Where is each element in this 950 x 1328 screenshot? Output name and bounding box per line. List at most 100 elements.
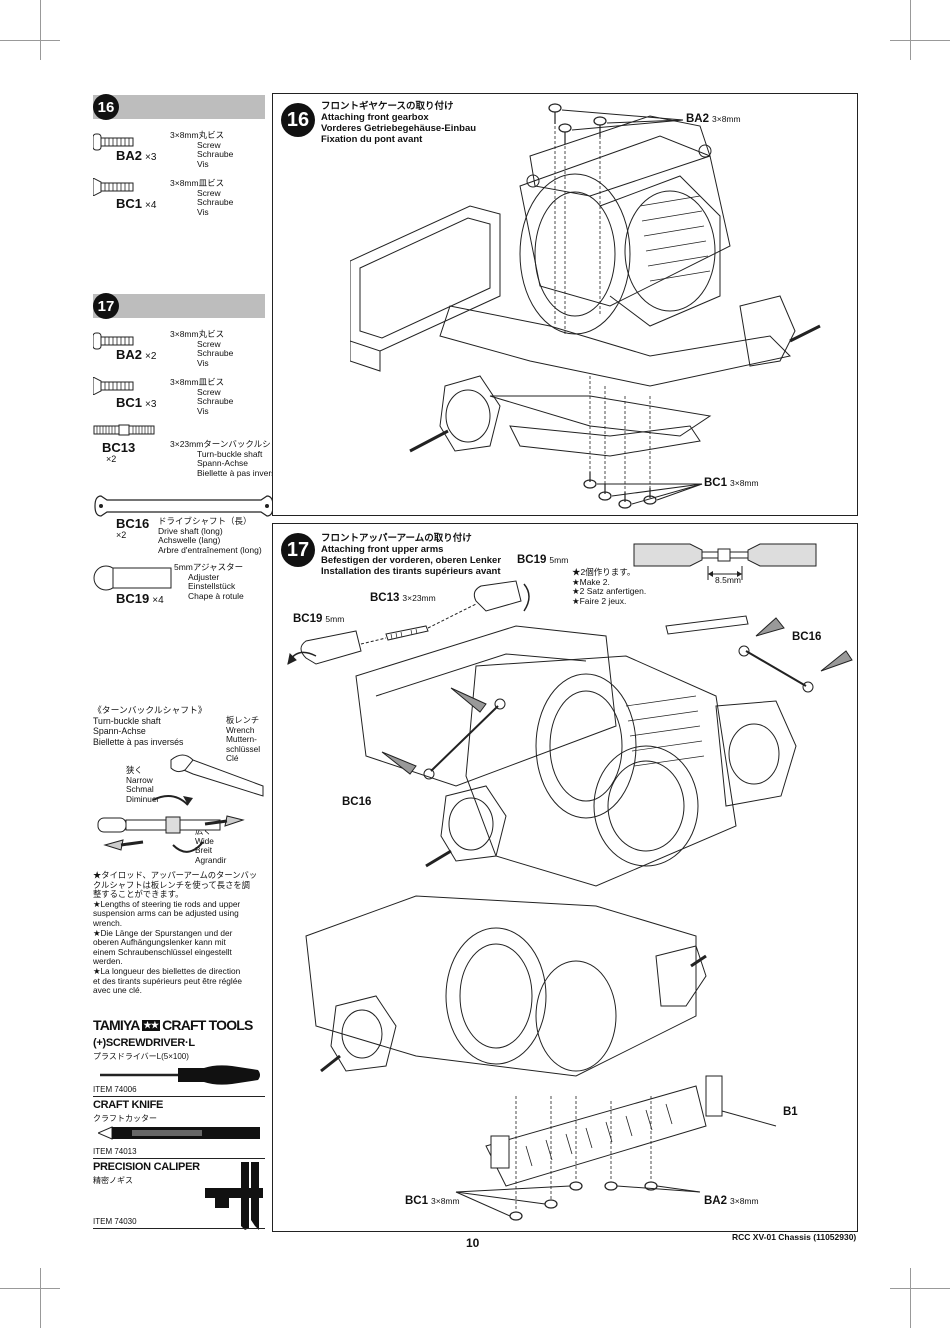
part-desc-en: Screw — [197, 187, 221, 198]
adjuster-icon — [93, 565, 172, 591]
tamiya-star-icon: ★★ — [141, 1020, 161, 1031]
document-id: RCC XV-01 Chassis (11052930) — [732, 1232, 857, 1242]
wrench-label: 板レンチ Wrench Muttern- schlüssel Clé — [226, 715, 261, 764]
callout-size: 3×8mm — [431, 1196, 460, 1206]
note-line: 整することができます。 — [93, 889, 184, 900]
title-en: Attaching front gearbox — [321, 112, 429, 123]
part-desc-fr: Vis — [197, 206, 209, 217]
turnbuckle-notes: ★タイロッド、アッパーアームのターンバッ クルシャフトは板レンチを使って長さを調… — [93, 870, 258, 996]
narrow-en: Narrow — [126, 774, 153, 785]
bc16-callout-left: BC16 — [342, 796, 372, 808]
heading-en: Turn-buckle shaft — [93, 715, 161, 726]
part-desc-jp: 3×23mmターンバックルシャフト — [170, 439, 297, 449]
part-code: BC1 — [116, 395, 143, 410]
tool-name: PRECISION CALIPER — [93, 1161, 200, 1173]
part-desc-de: Einstellstück — [188, 581, 236, 591]
part-desc-en: Turn-buckle shaft — [197, 448, 263, 459]
tool-name-jp: 精密ノギス — [93, 1176, 133, 1185]
drive-shaft-icon — [94, 495, 274, 517]
part-code: BC16 — [116, 516, 150, 531]
callout-code: BA2 — [686, 113, 710, 125]
tool-name-jp: クラフトカッター — [93, 1114, 157, 1123]
step17-panel — [272, 523, 858, 1232]
part-desc-jp: 3×8mm丸ビス — [170, 329, 225, 339]
brand-subtitle: CRAFT TOOLS — [162, 1017, 253, 1033]
wrench-de-2: schlüssel — [226, 743, 261, 754]
heading-fr: Biellette à pas inversés — [93, 736, 184, 747]
rod-length-dimension: 8.5mm — [715, 575, 741, 585]
note-jp: ★2個作ります。 — [572, 567, 636, 577]
rod-length-gauge — [633, 543, 817, 580]
title-de: Vorderes Getriebegehäuse-Einbau — [321, 123, 477, 134]
turnbuckle-shaft-icon — [93, 424, 155, 436]
part-desc-fr: Vis — [197, 158, 209, 169]
part-code: BC19 — [116, 591, 150, 606]
step17-big-badge: 17 — [281, 533, 315, 567]
part-desc-en: Screw — [197, 338, 221, 349]
part-desc-jp: 3×8mm皿ビス — [170, 377, 225, 387]
step16-number-badge: 16 — [93, 94, 119, 120]
part-desc-jp: 5mmアジャスター — [174, 562, 244, 572]
wrench-en: Wrench — [226, 724, 255, 735]
step16-title: フロントギヤケースの取り付け Attaching front gearbox V… — [321, 101, 476, 145]
title-en: Attaching front upper arms — [321, 544, 444, 555]
screwdriver-icon — [100, 1065, 260, 1085]
part-desc-jp: ドライブシャフト（長） — [158, 516, 252, 526]
part-desc-fr: Biellette à pas inversés — [197, 467, 285, 478]
step17-parts-header — [93, 294, 265, 318]
wrench-de-1: Muttern- — [226, 734, 257, 745]
craft-tools-logo: TAMIYA★★CRAFT TOOLS — [93, 1017, 253, 1033]
tool-item-number: ITEM 74013 — [93, 1147, 137, 1156]
narrow-jp: 狭く — [126, 765, 143, 775]
screw-round-head-icon — [93, 332, 134, 350]
wrench-adjust-illustration — [97, 754, 264, 853]
part-desc-fr: Vis — [197, 405, 209, 416]
wide-jp: 広く — [195, 826, 212, 836]
part-desc-de: Spann-Achse — [197, 458, 249, 468]
note-line: et des tirants supérieurs peut être régl… — [93, 975, 242, 986]
callout-size: 5mm — [549, 555, 569, 565]
part-qty: ×4 — [152, 595, 164, 606]
heading-jp: 《ターンバックルシャフト》 — [93, 705, 207, 715]
note-en: ★Make 2. — [572, 576, 610, 587]
callout-code: BC19 — [293, 613, 323, 625]
part-desc-fr: Arbre d'entraînement (long) — [158, 544, 262, 555]
tool-name: CRAFT KNIFE — [93, 1099, 164, 1111]
part-qty: ×2 — [106, 454, 117, 464]
step16-big-badge: 16 — [281, 103, 315, 137]
precision-caliper-icon — [205, 1162, 263, 1230]
tool-name: (+)SCREWDRIVER·L — [93, 1037, 195, 1049]
wide-en: Wide — [195, 835, 214, 846]
part-desc-fr: Vis — [197, 357, 209, 368]
note-line: suspension arms can be adjusted using — [93, 908, 239, 919]
title-fr: Installation des tirants supérieurs avan… — [321, 566, 501, 577]
narrow-fr: Diminuer — [126, 793, 160, 804]
note-fr: ★Faire 2 jeux. — [572, 595, 627, 606]
part-desc-en: Adjuster — [188, 571, 220, 582]
part-desc-en: Screw — [197, 386, 221, 397]
callout-code: BC1 — [405, 1195, 429, 1207]
part-qty: ×3 — [145, 152, 157, 163]
part-code: BA2 — [116, 347, 143, 362]
title-jp: フロントギヤケースの取り付け — [321, 101, 454, 112]
brand-name: TAMIYA — [93, 1017, 140, 1033]
part-qty: ×2 — [145, 351, 157, 362]
callout-size: 3×8mm — [730, 478, 759, 488]
title-de: Befestigen der vorderen, oberen Lenker — [321, 555, 502, 566]
callout-size: 3×23mm — [402, 593, 436, 603]
part-qty: ×4 — [145, 200, 157, 211]
callout-code: BC1 — [704, 477, 728, 489]
part-qty: ×3 — [145, 399, 157, 410]
wrench-jp: 板レンチ — [226, 715, 260, 725]
note-line: ★タイロッド、アッパーアームのターンバッ — [93, 870, 258, 880]
callout-size: 3×8mm — [730, 1196, 759, 1206]
wide-label: 広く Wide Breit Agrandir — [195, 826, 226, 865]
part-qty: ×2 — [116, 530, 127, 540]
note-line: avec une clé. — [93, 985, 142, 996]
step16-parts-header — [93, 95, 265, 119]
title-jp: フロントアッパーアームの取り付け — [321, 533, 472, 544]
